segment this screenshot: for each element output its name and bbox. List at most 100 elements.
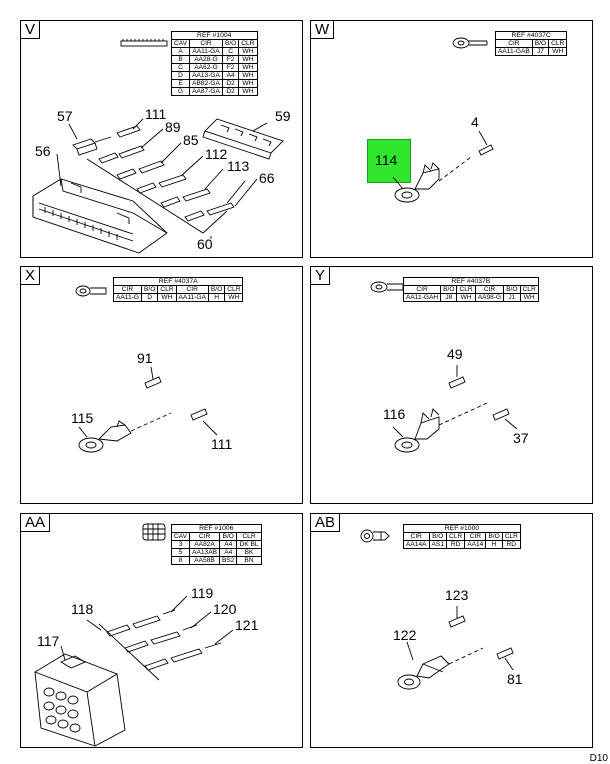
ref-table-x: REF #4037A CIR B/O CLR CIR B/O CLR AA11-… xyxy=(112,277,244,302)
cell: G xyxy=(170,87,191,96)
col-header: B/O xyxy=(219,532,238,541)
cell: AA98-G xyxy=(474,293,505,302)
terminal-119 xyxy=(106,609,176,637)
col-header: CIR xyxy=(474,285,505,294)
seal-91 xyxy=(144,376,162,389)
cell: C xyxy=(170,63,191,72)
ring-terminal-122 xyxy=(397,655,450,690)
panel-v: V xyxy=(20,20,303,258)
pin-37 xyxy=(492,408,510,421)
leader-lines xyxy=(392,365,518,438)
cell: AA28-G xyxy=(189,55,223,64)
seal-49 xyxy=(448,376,466,389)
callout-117: 117 xyxy=(37,633,60,649)
col-header: B/O xyxy=(485,532,503,541)
ref-title: REF #1006 xyxy=(171,524,262,533)
panel-aa: AA REF #1006 CAV xyxy=(20,513,303,748)
col-header: CLR xyxy=(519,285,539,294)
ring-terminal-thumbnail-icon xyxy=(360,529,390,543)
col-header: CAV xyxy=(170,39,191,48)
cell: AA58B xyxy=(189,556,221,565)
cell: AA13AB xyxy=(189,548,221,557)
callout-85: 85 xyxy=(183,132,199,148)
connector-117 xyxy=(34,653,126,747)
col-header: CLR xyxy=(238,39,258,48)
ref-title: REF #1004 xyxy=(171,31,258,40)
callout-49: 49 xyxy=(447,346,463,362)
col-header: CIR xyxy=(175,285,209,294)
ref-title: REF #4037C xyxy=(494,31,568,40)
cell: A4 xyxy=(219,540,238,549)
cell: D xyxy=(140,293,159,302)
col-header: B/O xyxy=(428,532,448,541)
terminal-113 xyxy=(160,188,211,208)
col-header: CLR xyxy=(236,532,262,541)
cell: C xyxy=(221,47,240,56)
cell: WH xyxy=(238,63,258,72)
ring-terminal-drawing xyxy=(75,285,218,453)
cell: BK xyxy=(236,548,262,557)
callout-89: 89 xyxy=(165,119,181,135)
cell: BN xyxy=(236,556,262,565)
callout-114: 114 xyxy=(375,152,398,168)
seal-123 xyxy=(448,615,466,628)
cell: WH xyxy=(157,293,177,302)
callout-4: 4 xyxy=(471,114,479,130)
cell: J8 xyxy=(440,293,458,302)
ring-terminal-drawing xyxy=(392,37,494,203)
connector-thumbnail-icon xyxy=(142,523,166,541)
leader-lines xyxy=(392,130,488,190)
callout-118: 118 xyxy=(71,601,94,617)
page-number: D10 xyxy=(589,753,608,764)
ref-table-y: REF #4037B CIR B/O CLR CIR B/O CLR AA11-… xyxy=(402,277,539,302)
ring-terminal-thumbnail-icon xyxy=(452,37,488,49)
cell: AA11-GAB xyxy=(495,47,533,56)
cell: AA11-G xyxy=(113,293,142,302)
cell: WH xyxy=(238,87,258,96)
callout-123: 123 xyxy=(445,587,469,603)
terminal-66 xyxy=(184,202,235,222)
col-header: CIR xyxy=(189,532,221,541)
callout-111: 111 xyxy=(211,436,233,452)
col-header: CLR xyxy=(501,532,521,541)
callout-120: 120 xyxy=(213,601,237,617)
callout-119: 119 xyxy=(191,585,214,601)
seal-4 xyxy=(478,144,494,156)
callout-60: 60 xyxy=(197,236,213,252)
ring-terminal-drawing xyxy=(370,281,518,453)
cell: AA13-GA xyxy=(189,71,223,80)
cell: 5 xyxy=(170,548,191,557)
cell: WH xyxy=(519,293,539,302)
col-header: CIR xyxy=(403,532,430,541)
callout-111: 111 xyxy=(145,106,167,122)
cell: AA14 xyxy=(464,540,487,549)
cell: D xyxy=(170,71,191,80)
col-header: B/O xyxy=(221,39,240,48)
cell: A4 xyxy=(219,548,238,557)
callout-59: 59 xyxy=(275,108,291,124)
terminal-57 xyxy=(72,136,112,156)
col-header: CIR xyxy=(495,39,533,48)
cell: AA14A xyxy=(403,540,430,549)
col-header: CLR xyxy=(157,285,177,294)
col-header: B/O xyxy=(503,285,521,294)
col-header: B/O xyxy=(531,39,550,48)
pin-81 xyxy=(496,647,514,660)
callout-115: 115 xyxy=(71,410,94,426)
cell: WH xyxy=(238,47,258,56)
cell: F2 xyxy=(221,55,240,64)
ring-terminal-thumbnail-icon xyxy=(75,285,107,297)
panel-x: X REF #4037A CIR B/O CLR CIR B/O CLR AA1… xyxy=(20,266,303,504)
callout-122: 122 xyxy=(393,627,417,643)
cell: AA11-GAH xyxy=(402,293,442,302)
callout-91: 91 xyxy=(137,350,153,366)
wire-dashed-line xyxy=(438,156,472,182)
cell: WH xyxy=(238,79,258,88)
leader-lines xyxy=(60,595,234,661)
